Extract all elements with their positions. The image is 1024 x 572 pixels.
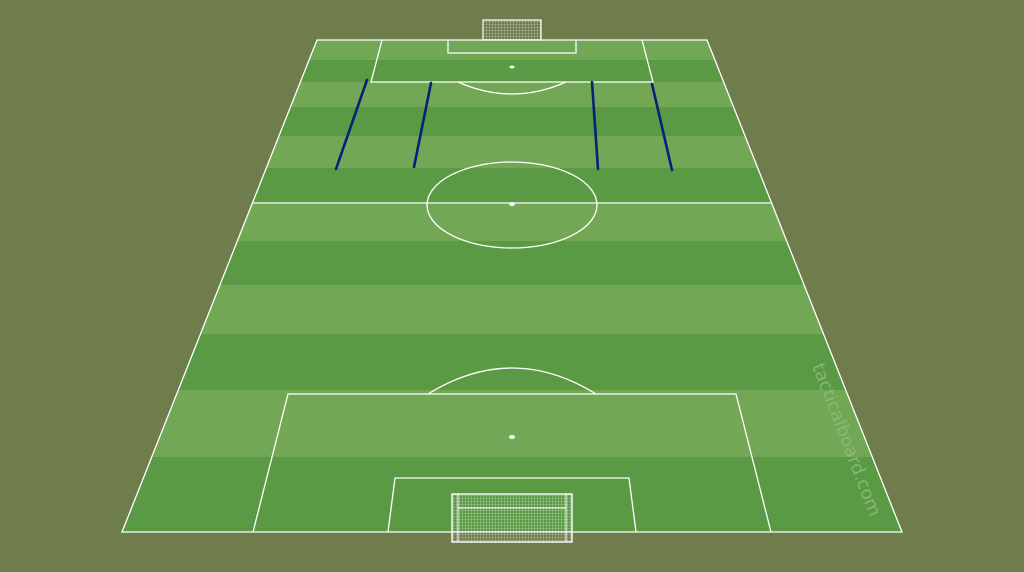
bottom-penalty-spot xyxy=(509,435,515,439)
stripe xyxy=(122,204,902,241)
bottom-penalty-arc xyxy=(427,367,597,395)
pitch-outline xyxy=(121,39,903,533)
bottom-goal xyxy=(451,493,573,543)
stripe xyxy=(122,334,902,390)
marker-line[interactable] xyxy=(412,81,433,169)
stripe xyxy=(122,390,902,457)
marker-lines xyxy=(334,78,674,172)
marker-line[interactable] xyxy=(334,78,369,171)
pitch-spots xyxy=(509,65,515,439)
top-goal-area xyxy=(447,40,577,54)
center-circle xyxy=(426,161,598,249)
top-goal-frame xyxy=(482,19,542,41)
stripe xyxy=(122,60,902,82)
marker-line[interactable] xyxy=(650,82,674,172)
top-goal-net xyxy=(483,20,541,40)
bottom-goal-frame xyxy=(451,493,573,543)
bottom-goal-net xyxy=(452,494,572,542)
stripe xyxy=(122,285,902,334)
bottom-penalty-area xyxy=(252,393,772,533)
top-penalty-area xyxy=(370,39,654,83)
top-goal xyxy=(482,19,542,41)
stripe xyxy=(122,40,902,60)
top-penalty-arc xyxy=(457,81,567,95)
top-penalty-spot xyxy=(509,65,515,69)
marker-line[interactable] xyxy=(590,80,600,171)
center-spot xyxy=(509,202,515,206)
bottom-goal-area xyxy=(387,477,637,533)
